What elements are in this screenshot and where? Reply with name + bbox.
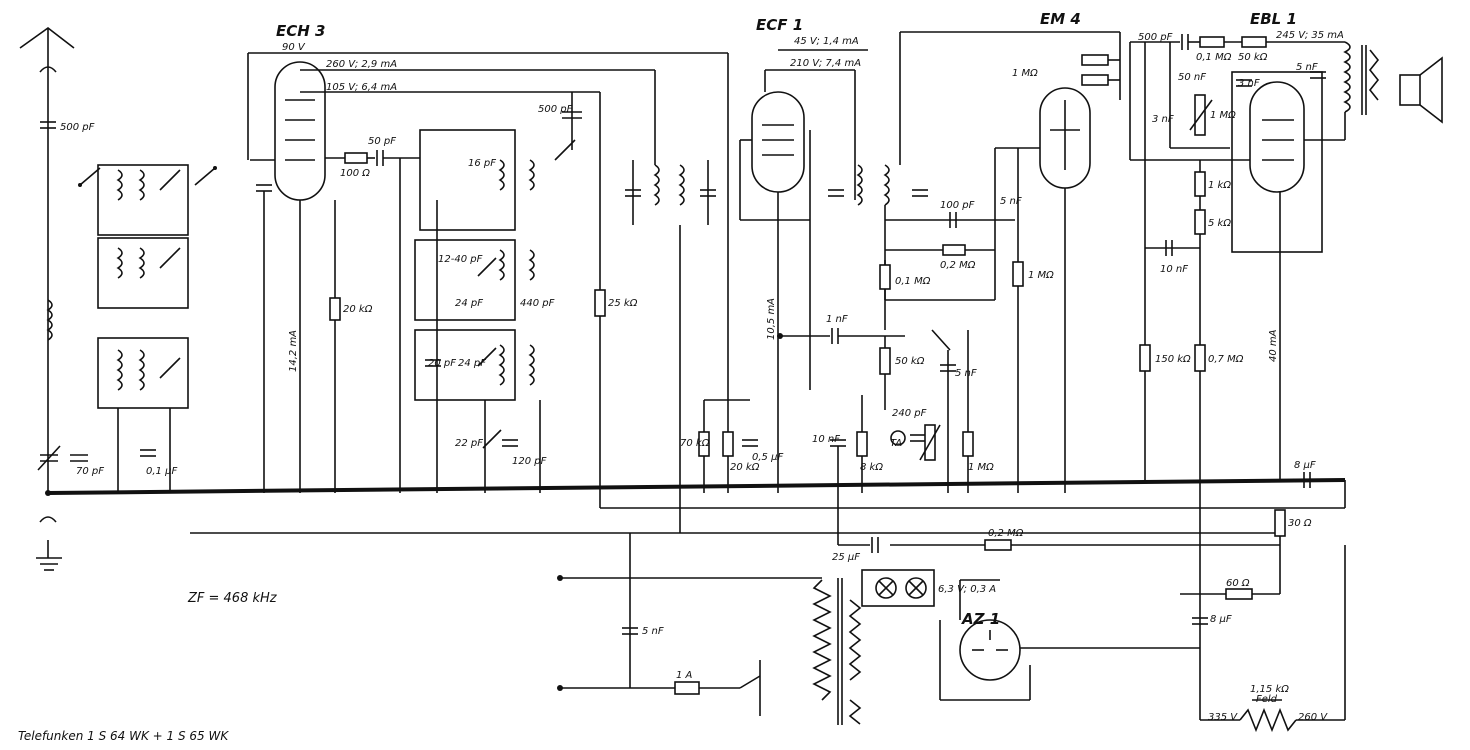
label-20pf: 20 pF [428, 358, 456, 369]
label-02m-b: 0,2 MΩ [988, 528, 1024, 539]
ebl1-tube [1129, 34, 1443, 720]
oscillator-coil-bank [399, 92, 582, 493]
voltage-45v: 45 V; 1,4 mA [794, 36, 859, 47]
label-5nf: 5 nF [955, 368, 977, 379]
label-240pf: 240 pF [892, 408, 927, 419]
label-fuse-1a: 1 A [676, 670, 693, 681]
label-8uf-b: 8 µF [1210, 614, 1232, 625]
label-30ohm: 30 Ω [1288, 518, 1312, 529]
label-8k: 8 kΩ [860, 462, 883, 473]
rf-coil-bank [78, 164, 217, 493]
label-10nf-a: 10 nF [812, 434, 840, 445]
label-120pf: 120 pF [512, 456, 547, 467]
voltage-260v-29ma: 260 V; 2,9 mA [326, 59, 397, 70]
labels: ECH 3 ECF 1 EM 4 EBL 1 AZ 1 90 V 260 V; … [18, 10, 1344, 743]
label-5nf-mains: 5 nF [642, 626, 664, 637]
tube-label-em4: EM 4 [1040, 10, 1081, 28]
label-50nf: 50 nF [1178, 72, 1206, 83]
label-24pf-a: 24 pF [455, 298, 483, 309]
voltage-335v: 335 V [1208, 712, 1238, 723]
if-transformer-1 [594, 70, 716, 533]
label-1nf: 1 nF [826, 314, 848, 325]
current-40ma: 40 mA [1268, 329, 1279, 362]
label-field-r: 1,15 kΩ [1250, 684, 1289, 695]
ecf1-cathode-network [698, 399, 758, 493]
label-16pf: 16 pF [468, 158, 496, 169]
tube-label-ech3: ECH 3 [276, 22, 325, 40]
label-50k: 50 kΩ [895, 356, 925, 367]
current-105ma: 10,5 mA [766, 298, 777, 340]
label-01uf: 0,1 µF [146, 466, 177, 477]
voltage-90v: 90 V [282, 42, 306, 53]
label-20k: 20 kΩ [343, 304, 373, 315]
label-440pf: 440 pF [520, 298, 555, 309]
label-1k: 1 kΩ [1208, 180, 1231, 191]
label-1m-em: 1 MΩ [1012, 68, 1038, 79]
current-142ma: 14,2 mA [288, 330, 299, 372]
tube-label-az1: AZ 1 [961, 610, 1000, 628]
label-60ohm: 60 Ω [1226, 578, 1250, 589]
label-5nf-out: 5 nF [1296, 62, 1318, 73]
em4-tube [995, 32, 1121, 493]
label-5k: 5 kΩ [1208, 218, 1231, 229]
antenna-section [19, 27, 88, 571]
label-500pf-top: 500 pF [1138, 32, 1173, 43]
tube-label-ebl1: EBL 1 [1250, 10, 1297, 28]
voltage-260v: 260 V [1298, 712, 1328, 723]
label-ta: TA [890, 438, 902, 449]
label-500pf-osc: 500 pF [538, 104, 573, 115]
label-field: Feld [1256, 694, 1278, 705]
voltage-245v: 245 V; 35 mA [1276, 30, 1344, 41]
label-25uf: 25 µF [832, 552, 860, 563]
label-05uf: 0,5 µF [752, 452, 783, 463]
tube-label-ecf1: ECF 1 [756, 16, 803, 34]
label-100ohm: 100 Ω [340, 168, 370, 179]
label-02m: 0,2 MΩ [940, 260, 976, 271]
caption: Telefunken 1 S 64 WK + 1 S 65 WK [18, 729, 229, 743]
label-24pf-b: 24 pF [458, 358, 486, 369]
ech3-tube [247, 52, 728, 493]
detector-network [777, 148, 1024, 545]
label-3nf-a: 3 nF [1152, 114, 1174, 125]
label-100pf: 100 pF [940, 200, 975, 211]
label-150k: 150 kΩ [1155, 354, 1191, 365]
label-70pf: 70 pF [76, 466, 104, 477]
power-supply [557, 509, 1346, 733]
label-01m: 0,1 MΩ [895, 276, 931, 287]
lamp-rating: 6,3 V; 0,3 A [938, 584, 996, 595]
label-500pf-ant: 500 pF [60, 122, 95, 133]
label-5nf-b: 5 nF [1000, 196, 1022, 207]
label-07m: 0,7 MΩ [1208, 354, 1244, 365]
label-1m-pot: 1 MΩ [968, 462, 994, 473]
label-50pf: 50 pF [368, 136, 396, 147]
label-25k: 25 kΩ [608, 298, 638, 309]
label-12-40pf: 12-40 pF [438, 254, 483, 265]
ecf1-tube [727, 49, 868, 493]
voltage-105v: 105 V; 6,4 mA [326, 82, 397, 93]
label-1m: 1 MΩ [1028, 270, 1054, 281]
ground-bus [47, 478, 1346, 495]
label-70k: 70 kΩ [680, 438, 710, 449]
label-8uf-a: 8 µF [1294, 460, 1316, 471]
label-22pf: 22 pF [455, 438, 483, 449]
label-20k-b: 20 kΩ [730, 462, 760, 473]
label-50k-top: 50 kΩ [1238, 52, 1268, 63]
voltage-210v: 210 V; 7,4 mA [790, 58, 861, 69]
label-01m-top: 0,1 MΩ [1196, 52, 1232, 63]
zf-label: ZF = 468 kHz [187, 591, 278, 606]
label-10nf: 10 nF [1160, 264, 1188, 275]
label-1m-vol: 1 MΩ [1210, 110, 1236, 121]
label-3nf-b: 3 nF [1238, 78, 1260, 89]
